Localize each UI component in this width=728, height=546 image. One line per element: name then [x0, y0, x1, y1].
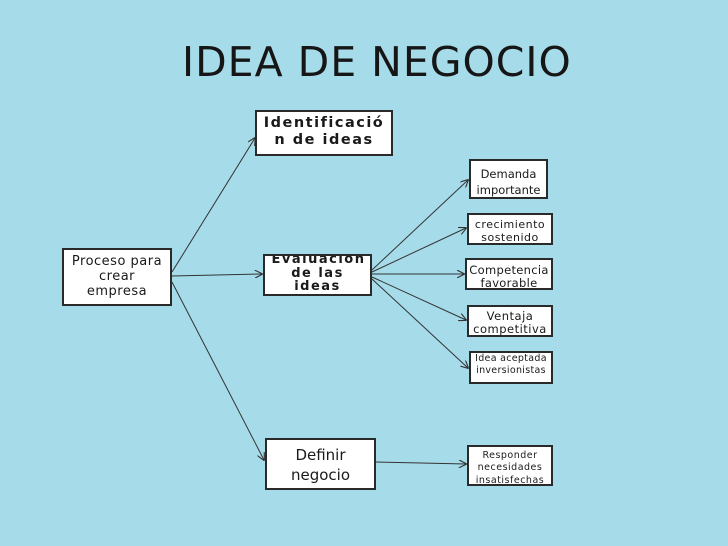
arrow-evaluacion-to-ventaja: [371, 276, 466, 320]
page-title: IDEA DE NEGOCIO: [182, 38, 572, 86]
node-idea: Idea aceptada inversionistas: [469, 351, 553, 384]
node-identificacion: Identificación de ideas: [255, 110, 393, 156]
arrow-root-to-evaluacion: [171, 274, 262, 276]
node-responder: Responder necesidades insatisfechas: [467, 445, 553, 486]
node-ventaja: Ventaja competitiva: [467, 305, 553, 337]
node-competencia: Competencia favorable: [465, 258, 553, 290]
arrow-root-to-identificacion: [171, 138, 255, 273]
node-evaluacion: Evaluación de las ideas: [263, 254, 372, 296]
arrow-evaluacion-to-idea: [371, 278, 468, 368]
node-definir: Definir negocio: [265, 438, 376, 490]
arrow-root-to-definir: [171, 281, 264, 460]
arrow-evaluacion-to-demanda: [371, 180, 468, 271]
node-crecimiento: crecimiento sostenido: [467, 213, 553, 245]
arrow-evaluacion-to-crecimiento: [371, 228, 466, 273]
node-root: Proceso para crear empresa: [62, 248, 172, 306]
node-demanda: Demanda importante: [469, 159, 548, 199]
arrow-definir-to-responder: [375, 462, 466, 464]
